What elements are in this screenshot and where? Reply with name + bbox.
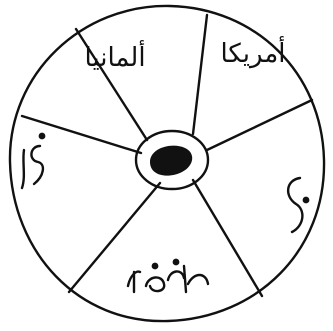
spoke-bottom-left	[69, 183, 160, 292]
spoke-right	[207, 100, 312, 150]
wheel-hub-center	[150, 146, 192, 176]
spoke-bottom-right	[193, 180, 262, 296]
spoke-top-right	[193, 15, 207, 134]
segment-label-top: ألمانيا	[84, 39, 145, 73]
handwriting-bottom	[128, 260, 208, 292]
handwriting-left	[22, 134, 44, 188]
handwriting-lower-right	[288, 178, 308, 232]
segment-label-upper-right: أمريكا	[220, 35, 285, 69]
